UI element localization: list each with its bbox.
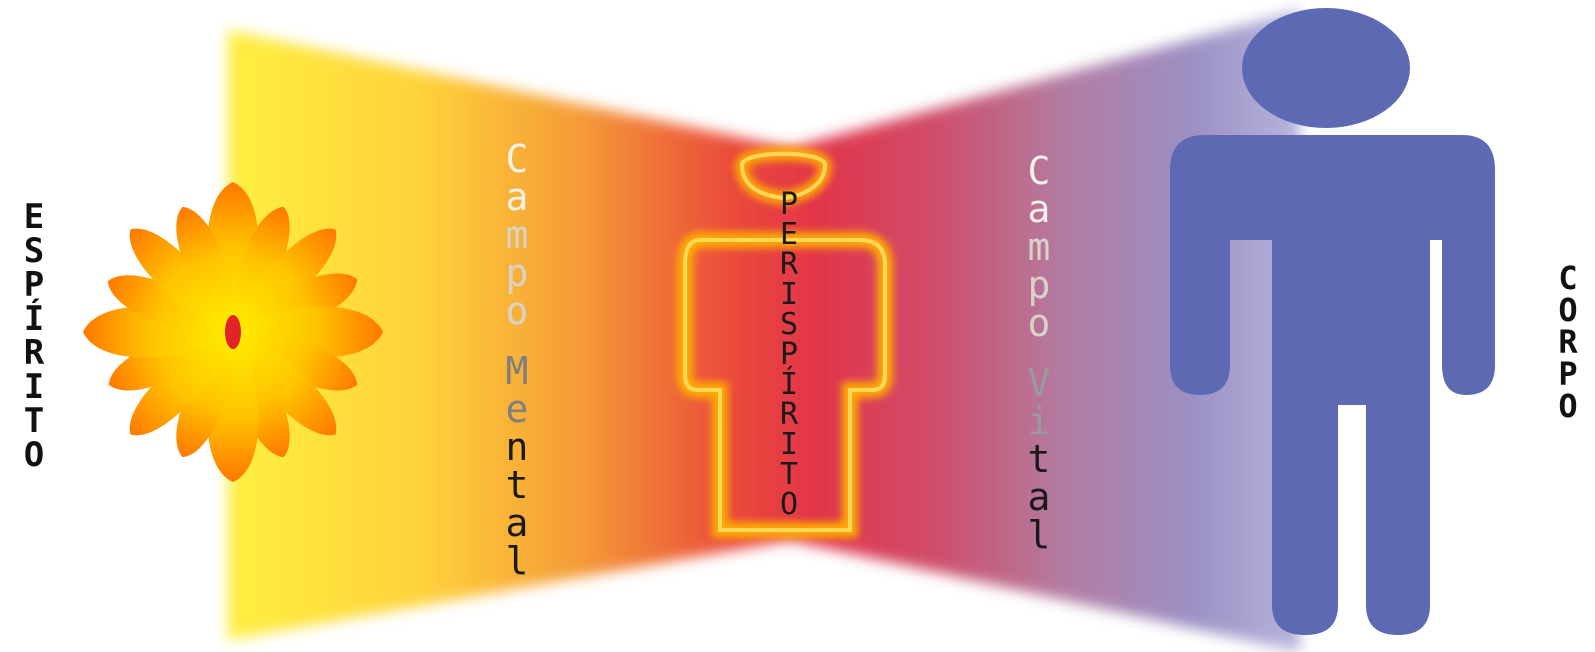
label-letter: C <box>506 140 529 178</box>
label-letter: o <box>506 292 529 330</box>
label-letter: Í <box>24 302 44 336</box>
spirit-core <box>225 315 241 349</box>
label-letter: S <box>24 234 44 268</box>
label-letter: C <box>1558 262 1577 294</box>
label-letter: E <box>780 220 798 250</box>
label-letter: R <box>1558 326 1577 358</box>
label-letter: M <box>506 352 529 390</box>
label-letter: E <box>24 200 44 234</box>
label-letter: R <box>780 250 798 280</box>
label-letter: C <box>1028 152 1051 190</box>
label-letter: P <box>780 340 798 370</box>
label-letter: n <box>506 428 529 466</box>
label-letter: a <box>1028 190 1051 228</box>
body-head <box>1242 8 1410 128</box>
label-letter: e <box>506 390 529 428</box>
label-letter: T <box>24 404 44 438</box>
label-letter: t <box>1028 440 1051 478</box>
label-letter: Í <box>780 370 798 400</box>
label-letter: I <box>780 280 798 310</box>
label-letter: O <box>24 438 44 472</box>
label-letter: S <box>780 310 798 340</box>
label-letter: o <box>1028 304 1051 342</box>
label-letter: R <box>24 336 44 370</box>
label-letter: m <box>1028 228 1051 266</box>
label-letter: t <box>506 466 529 504</box>
energy-beam <box>228 10 1300 652</box>
label-letter: T <box>780 460 798 490</box>
label-letter: I <box>24 370 44 404</box>
label-letter: a <box>1028 478 1051 516</box>
label-letter: m <box>506 216 529 254</box>
label-letter: a <box>506 178 529 216</box>
label-letter: P <box>24 268 44 302</box>
label-letter: V <box>1028 364 1051 402</box>
label-letter: p <box>1028 266 1051 304</box>
label-letter: a <box>506 504 529 542</box>
label-letter: O <box>1558 294 1577 326</box>
label-letter: O <box>1558 390 1577 422</box>
label-letter: P <box>780 190 798 220</box>
label-letter: p <box>506 254 529 292</box>
label-letter: O <box>780 490 798 520</box>
label-letter: l <box>506 542 529 580</box>
label-letter: i <box>1028 402 1051 440</box>
label-letter: R <box>780 400 798 430</box>
label-letter: I <box>780 430 798 460</box>
label-letter: l <box>1028 516 1051 554</box>
label-letter: P <box>1558 358 1577 390</box>
